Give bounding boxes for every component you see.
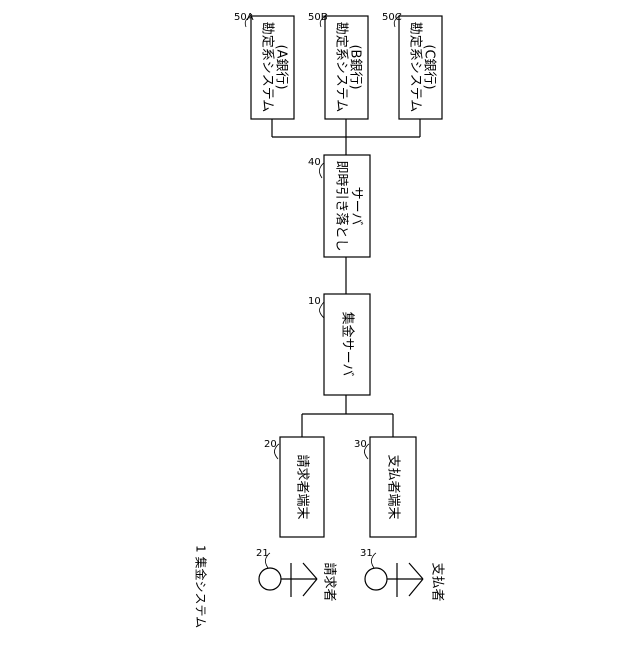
system-label: 1 集金システム — [194, 545, 209, 628]
account-system-a-line1: 勘定系システム — [260, 22, 275, 113]
account-system-c: 勘定系システム (C銀行) 50C — [382, 12, 442, 119]
instant-debit-server-line1: 即時引き落とし — [334, 160, 349, 251]
payer-terminal-ref: 30 — [354, 439, 367, 450]
payer-terminal: 支払者端末 30 — [354, 437, 416, 537]
account-system-a-ref: 50A — [234, 12, 254, 23]
payer-actor: 31 支払者 — [360, 548, 445, 602]
requester-actor: 21 請求者 — [256, 548, 337, 602]
payer-ref: 31 — [360, 548, 373, 559]
account-system-b-line1: 勘定系システム — [334, 22, 349, 113]
requester-terminal-ref: 20 — [264, 439, 277, 450]
account-system-c-line1: 勘定系システム — [408, 22, 423, 113]
instant-debit-server: 即時引き落とし サーバ 40 — [308, 155, 370, 257]
account-system-b-line2: (B銀行) — [348, 44, 363, 89]
instant-debit-server-line2: サーバ — [349, 187, 364, 226]
collection-server: 集金サーバ 10 — [308, 294, 370, 395]
requester-terminal-label: 請求者端末 — [295, 454, 310, 519]
account-system-a: 勘定系システム (A銀行) 50A — [234, 12, 294, 119]
collection-server-label: 集金サーバ — [340, 312, 356, 377]
requester-ref: 21 — [256, 548, 269, 559]
account-system-b: 勘定系システム (B銀行) 50B — [308, 12, 368, 119]
account-system-a-line2: (A銀行) — [274, 44, 289, 89]
payer-terminal-label: 支払者端末 — [386, 454, 401, 519]
requester-terminal: 請求者端末 20 — [264, 437, 324, 537]
collection-server-ref: 10 — [308, 296, 321, 307]
account-system-b-ref: 50B — [308, 12, 328, 23]
payer-label: 支払者 — [430, 562, 445, 601]
requester-label: 請求者 — [322, 562, 337, 601]
account-system-c-ref: 50C — [382, 12, 402, 23]
instant-debit-server-ref: 40 — [308, 157, 321, 168]
account-system-c-line2: (C銀行) — [422, 44, 437, 89]
